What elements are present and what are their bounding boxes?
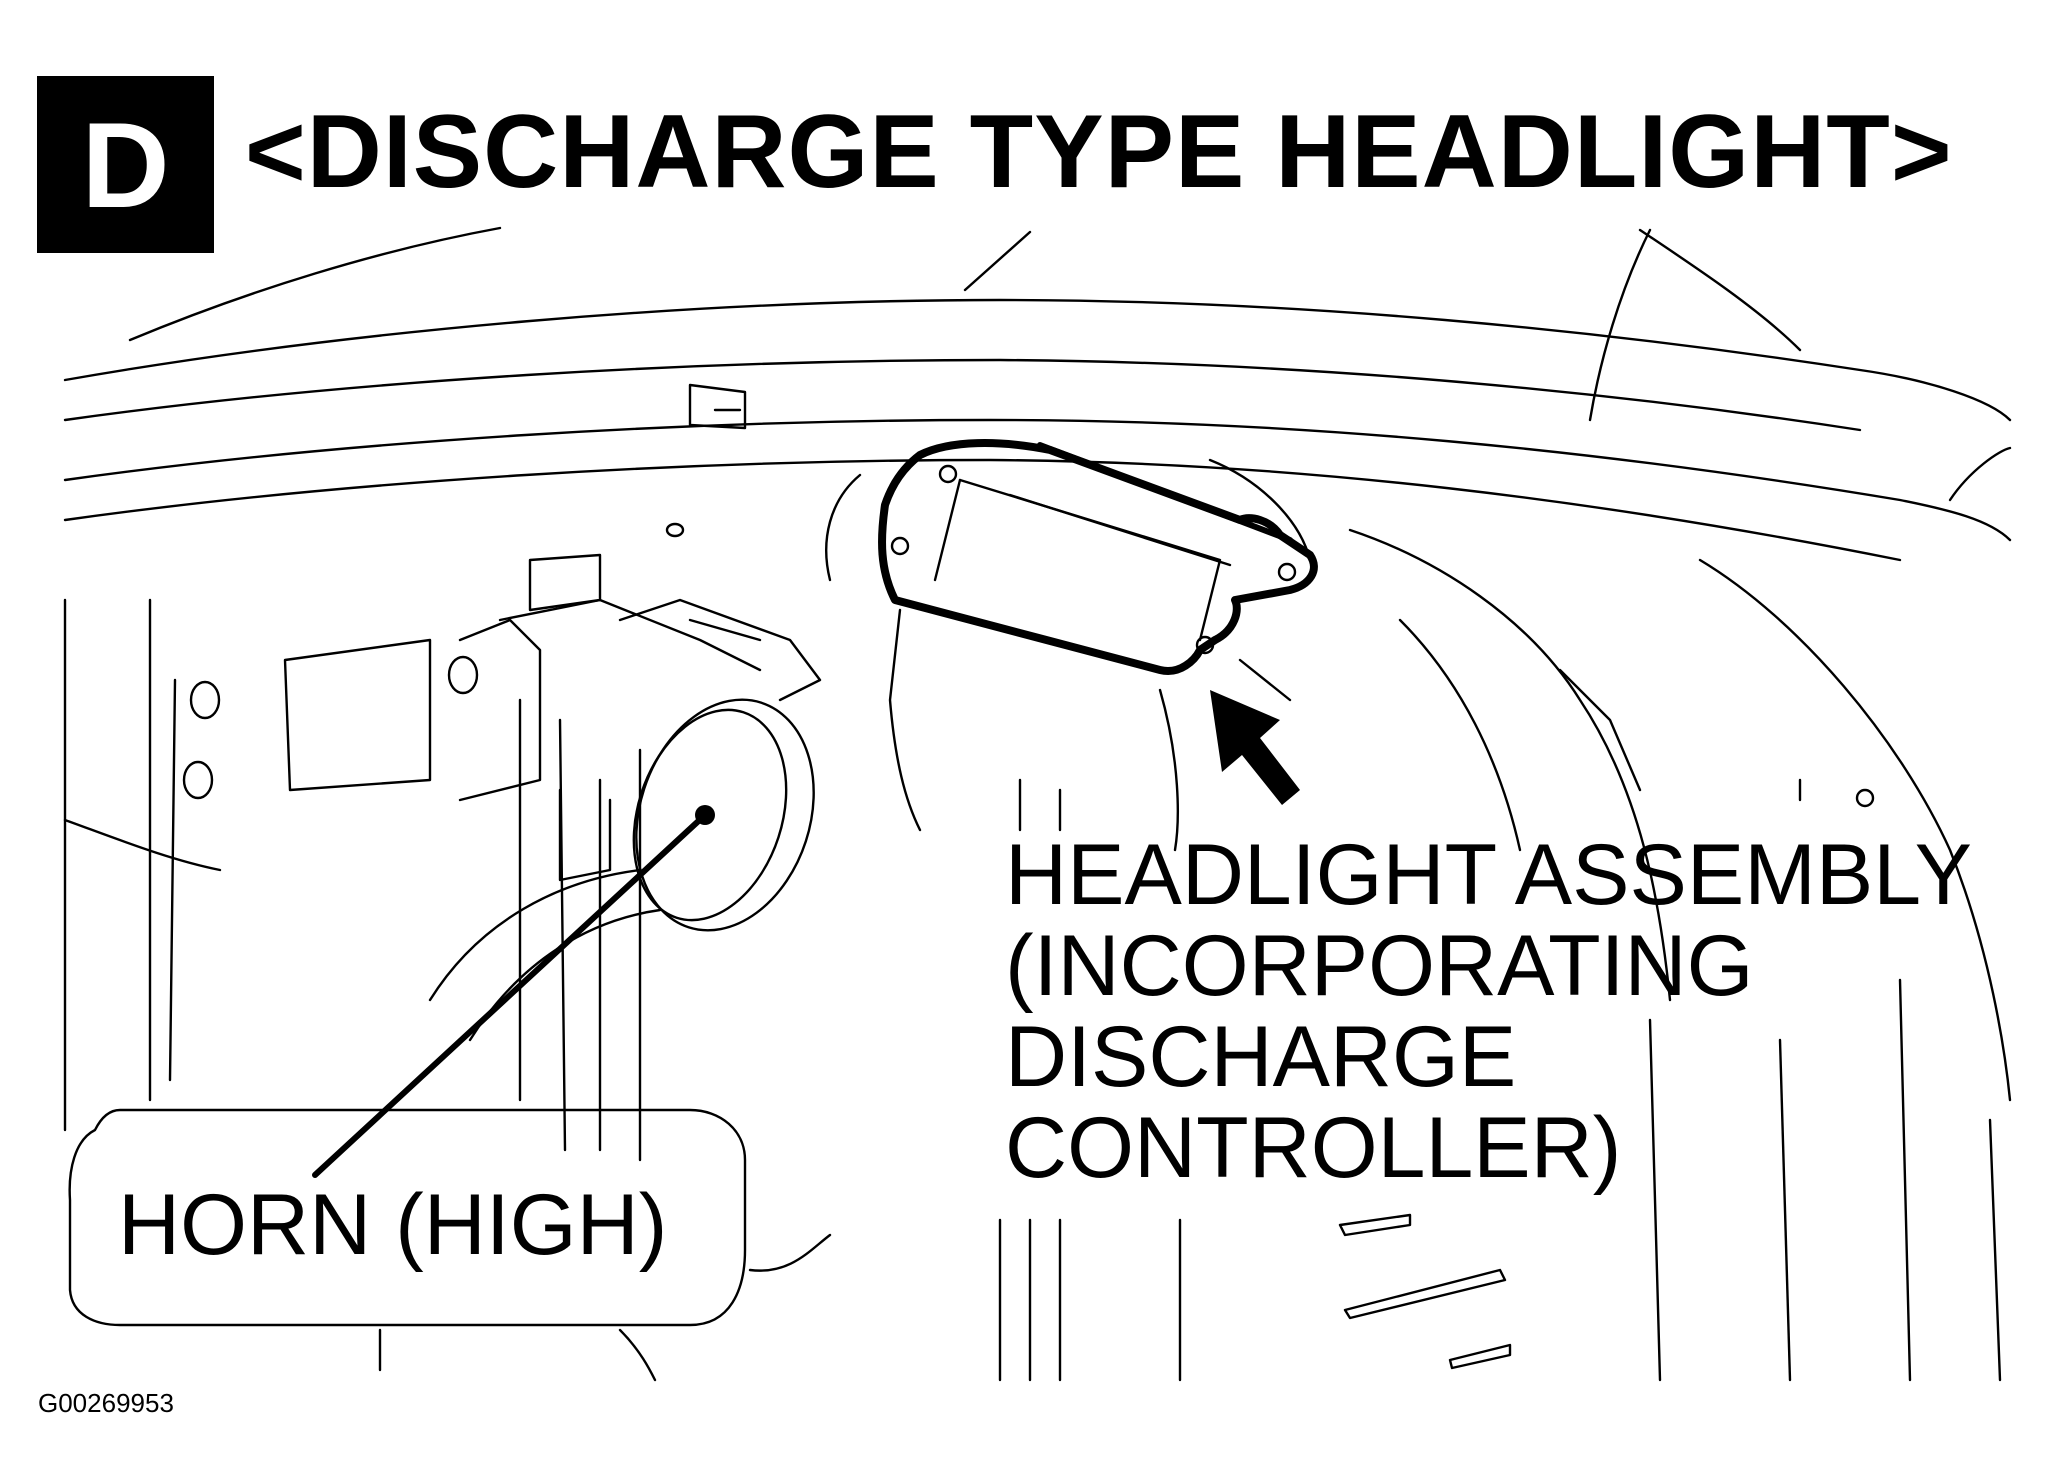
headlight-callout-line-2: (INCORPORATING bbox=[1005, 918, 1754, 1015]
horn-body bbox=[635, 698, 815, 932]
headlight-callout-line-1: HEADLIGHT ASSEMBLY bbox=[1005, 827, 1973, 923]
headlight-callout-line-4: CONTROLLER) bbox=[1005, 1100, 1622, 1197]
figure-id: G00269953 bbox=[38, 1388, 174, 1418]
headlight-callout-line-3: DISCHARGE bbox=[1005, 1009, 1517, 1106]
top-bracket bbox=[688, 383, 747, 430]
headlight-callout-arrow bbox=[1210, 690, 1300, 805]
figure-title: <DISCHARGE TYPE HEADLIGHT> bbox=[245, 94, 1953, 210]
air-duct bbox=[428, 868, 642, 1002]
radiator-support-upper bbox=[63, 298, 2012, 422]
headlight-assembly-callout: HEADLIGHT ASSEMBLY (INCORPORATING DISCHA… bbox=[1005, 827, 1973, 1197]
horn-callout: HORN (HIGH) bbox=[118, 1177, 668, 1273]
hood-edge-line bbox=[128, 226, 502, 342]
left-bracket bbox=[283, 638, 432, 792]
horn-leader-line bbox=[312, 812, 708, 1178]
horn-label-tab bbox=[68, 1108, 747, 1327]
section-badge: D bbox=[37, 76, 214, 253]
discharge-controller-outline bbox=[878, 439, 1318, 675]
